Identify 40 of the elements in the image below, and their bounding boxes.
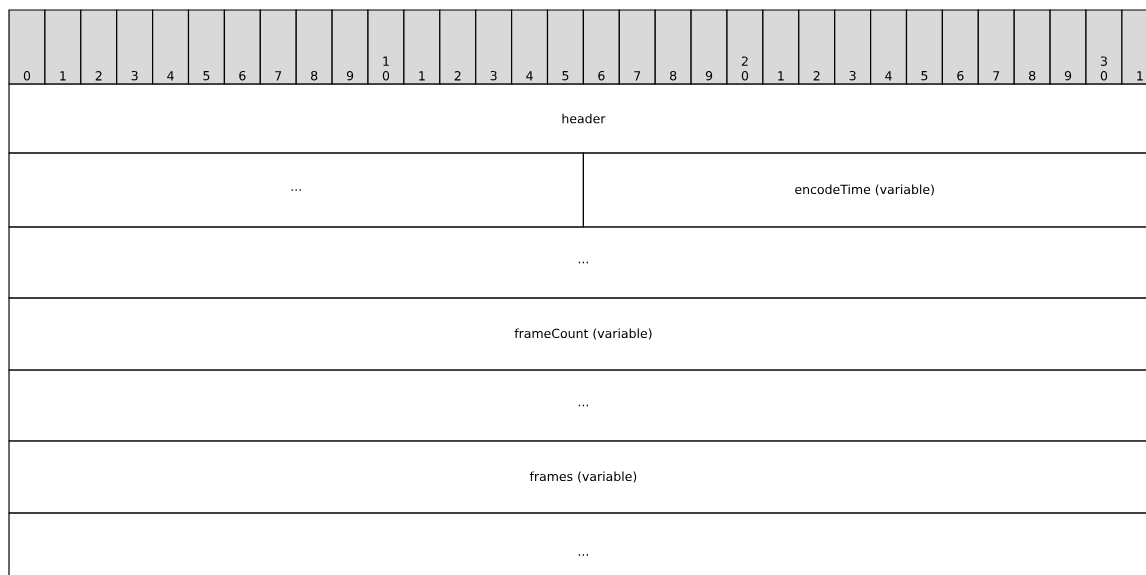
bit-number-cell: 3 — [116, 9, 154, 85]
bit-number-cell: 9 — [1049, 9, 1087, 85]
field-box: ... — [8, 226, 1146, 299]
field-box: frames (variable) — [8, 440, 1146, 514]
bit-number-cell: 7 — [618, 9, 656, 85]
field-box: ... — [8, 369, 1146, 442]
bit-number-cell: 2 — [798, 9, 836, 85]
bit-number-cell: 9 — [690, 9, 728, 85]
bit-number-cell: 8 — [295, 9, 333, 85]
bit-number-cell: 7 — [977, 9, 1015, 85]
bit-number-cell: 5 — [905, 9, 943, 85]
bit-number-cell: 3 — [475, 9, 513, 85]
bit-number-cell: 1 — [1121, 9, 1146, 85]
bit-number-cell: 4 — [870, 9, 908, 85]
bit-number-cell: 4 — [511, 9, 549, 85]
bit-number-cell: 1 — [762, 9, 800, 85]
bit-number-cell: 5 — [187, 9, 225, 85]
bit-number-cell: 2 — [80, 9, 118, 85]
field-box: frameCount (variable) — [8, 297, 1146, 371]
bit-number-cell: 3 0 — [1085, 9, 1123, 85]
bit-number-cell: 5 — [546, 9, 584, 85]
bit-number-cell: 0 — [8, 9, 46, 85]
bit-number-cell: 6 — [223, 9, 261, 85]
bit-number-cell: 3 — [834, 9, 872, 85]
field-box: ... — [8, 152, 584, 228]
bit-number-cell: 9 — [331, 9, 369, 85]
bit-number-cell: 7 — [259, 9, 297, 85]
bit-number-cell: 6 — [941, 9, 979, 85]
field-box: ... — [8, 512, 1146, 575]
bit-number-cell: 1 — [403, 9, 441, 85]
bit-number-cell: 2 — [439, 9, 477, 85]
bit-number-cell: 8 — [654, 9, 692, 85]
field-box: encodeTime (variable) — [582, 152, 1146, 228]
bit-number-cell: 2 0 — [726, 9, 764, 85]
bit-number-cell: 1 0 — [367, 9, 405, 85]
bit-number-cell: 4 — [152, 9, 190, 85]
field-box: header — [8, 83, 1146, 154]
bit-number-cell: 1 — [44, 9, 82, 85]
bit-number-cell: 8 — [1013, 9, 1051, 85]
bit-number-cell: 6 — [582, 9, 620, 85]
